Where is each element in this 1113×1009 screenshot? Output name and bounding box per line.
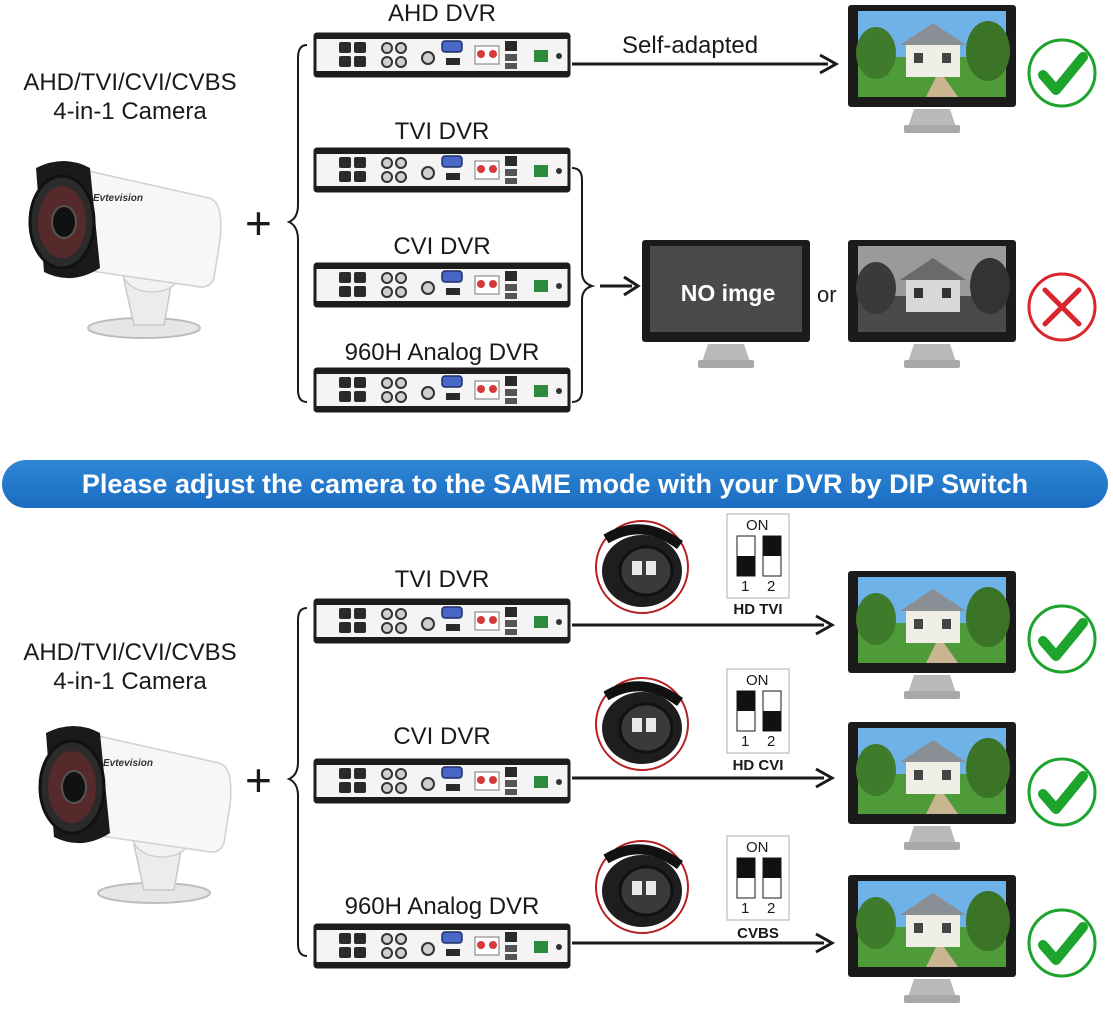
cross-icon xyxy=(1029,274,1095,340)
check-icon xyxy=(1029,910,1095,976)
monitor-icon xyxy=(848,240,1016,368)
arrow-head-icon xyxy=(815,767,836,789)
connector-icon xyxy=(596,841,688,933)
check-icon xyxy=(1029,40,1095,106)
plus-sign: + xyxy=(245,754,272,806)
dip-number-2: 2 xyxy=(767,733,776,750)
dip-number-1: 1 xyxy=(741,733,750,750)
arrow-head-icon xyxy=(623,275,641,297)
arrow-head-icon xyxy=(815,932,836,954)
dvr-icon xyxy=(313,262,571,308)
dip-switch-icon xyxy=(726,668,790,754)
dvr-label-cvi: CVI DVR xyxy=(393,723,491,750)
dip-number-2: 2 xyxy=(767,900,776,917)
check-icon xyxy=(1029,606,1095,672)
mode-label-hd-tvi: HD TVI xyxy=(733,601,783,618)
camera-label-top: AHD/TVI/CVI/CVBS 4-in-1 Camera xyxy=(10,68,250,126)
camera-icon xyxy=(38,724,233,905)
arrow-head-icon xyxy=(819,53,840,75)
monitor-icon xyxy=(848,5,1016,133)
dip-switch-icon xyxy=(726,835,790,921)
camera-label-line1: AHD/TVI/CVI/CVBS xyxy=(23,69,237,96)
dvr-label-960h: 960H Analog DVR xyxy=(344,893,540,920)
right-bracket xyxy=(571,167,596,403)
dip-number-1: 1 xyxy=(741,900,750,917)
connector-icon xyxy=(596,678,688,770)
dip-switch-banner: Please adjust the camera to the SAME mod… xyxy=(2,460,1108,508)
mode-label-hd-cvi: HD CVI xyxy=(732,757,784,774)
dvr-icon xyxy=(313,32,571,78)
camera-label-bottom: AHD/TVI/CVI/CVBS 4-in-1 Camera xyxy=(10,638,250,696)
monitor-icon xyxy=(848,722,1016,850)
dvr-label-tvi: TVI DVR xyxy=(394,566,490,593)
dvr-icon xyxy=(313,598,571,644)
dip-number-1: 1 xyxy=(741,578,750,595)
dip-on-label: ON xyxy=(746,517,769,534)
mode-label-cvbs: CVBS xyxy=(737,925,779,942)
dvr-label-tvi: TVI DVR xyxy=(394,118,490,145)
dvr-icon xyxy=(313,923,571,969)
camera-label-line2: 4-in-1 Camera xyxy=(53,668,207,695)
top-bracket xyxy=(286,44,308,403)
or-text: or xyxy=(817,282,837,307)
dip-number-2: 2 xyxy=(767,578,776,595)
dvr-label-ahd: AHD DVR xyxy=(387,0,496,27)
dvr-label-960h: 960H Analog DVR xyxy=(344,339,540,366)
connector-icon xyxy=(596,521,688,613)
camera-label-line1: AHD/TVI/CVI/CVBS xyxy=(23,639,237,666)
camera-label-line2: 4-in-1 Camera xyxy=(53,98,207,125)
camera-brand: Evtevision xyxy=(103,758,154,769)
self-adapted-label: Self-adapted xyxy=(622,32,759,59)
camera-icon xyxy=(28,159,223,340)
camera-brand: Evtevision xyxy=(93,193,144,204)
dvr-icon xyxy=(313,758,571,804)
check-icon xyxy=(1029,759,1095,825)
dip-switch-icon xyxy=(726,513,790,599)
dip-on-label: ON xyxy=(746,839,769,856)
dvr-icon xyxy=(313,147,571,193)
bottom-bracket xyxy=(286,607,308,957)
monitor-icon xyxy=(848,571,1016,699)
arrow-head-icon xyxy=(815,614,836,636)
no-image-text: NO imge xyxy=(680,280,776,306)
monitor-icon xyxy=(848,875,1016,1003)
dip-on-label: ON xyxy=(746,672,769,689)
dvr-label-cvi: CVI DVR xyxy=(393,233,491,260)
dvr-icon xyxy=(313,367,571,413)
plus-sign: + xyxy=(245,197,272,249)
